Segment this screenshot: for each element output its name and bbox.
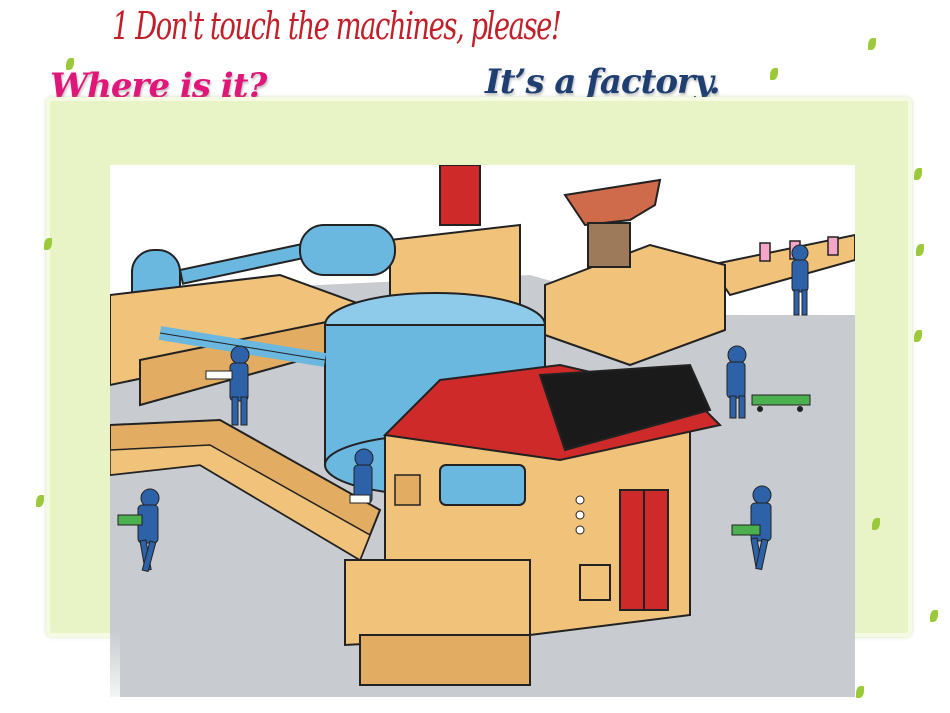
worker: [349, 448, 374, 504]
leaf-icon: [856, 686, 864, 698]
chimney: [439, 165, 481, 226]
leaf-icon: [868, 38, 876, 50]
worker: [731, 485, 772, 571]
hopper: [563, 178, 662, 227]
blue-cylinder: [299, 224, 396, 276]
leaf-icon: [872, 518, 880, 530]
leaf-icon: [916, 244, 924, 256]
worker: [117, 488, 160, 573]
worker: [726, 345, 811, 419]
worker: [205, 345, 250, 426]
worker: [791, 244, 809, 316]
leaf-icon: [914, 168, 922, 180]
leaf-icon: [36, 495, 44, 507]
factory-illustration: [110, 165, 855, 697]
answer-text: It’s a factory.: [485, 62, 721, 102]
slide-title: 1 Don't touch the machines, please!: [112, 4, 562, 48]
leaf-icon: [66, 58, 74, 70]
leaf-icon: [44, 238, 52, 250]
leaf-icon: [914, 330, 922, 342]
window: [439, 464, 526, 506]
leaf-icon: [930, 610, 938, 622]
factory-svg: [110, 165, 855, 697]
roof-window: [538, 363, 712, 452]
leaf-icon: [770, 68, 778, 80]
bottom-fade: [0, 630, 120, 713]
